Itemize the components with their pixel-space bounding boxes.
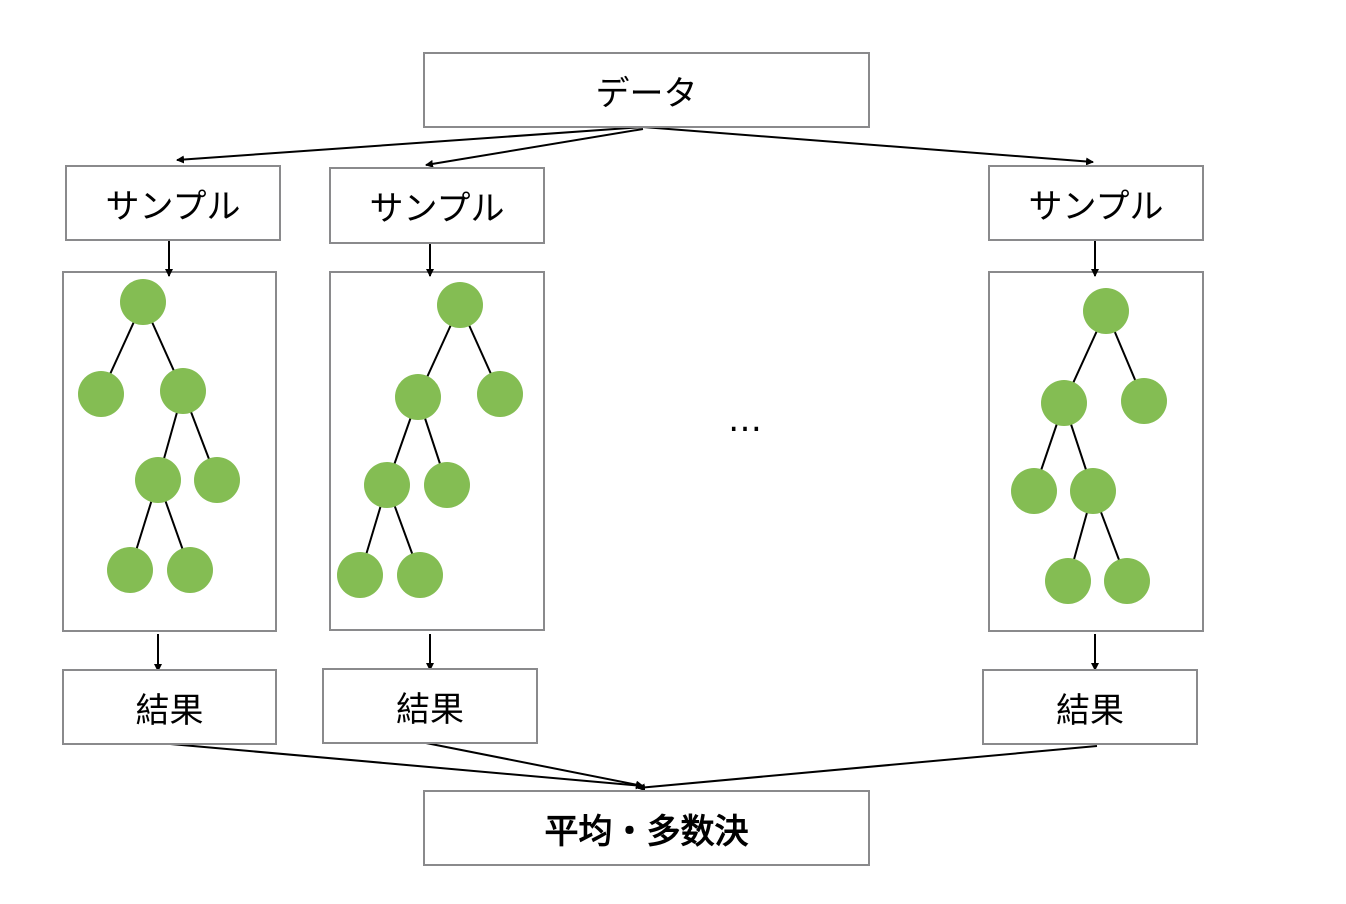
tree-node — [437, 282, 483, 328]
tree-1 — [78, 279, 240, 593]
tree-node — [395, 374, 441, 420]
arrow-data-to-sample-1 — [176, 126, 644, 164]
ellipsis: … — [728, 400, 766, 440]
tree-node — [337, 552, 383, 598]
tree-2 — [337, 282, 523, 598]
tree-node — [424, 462, 470, 508]
result-box-3: 結果 — [982, 669, 1198, 745]
arrow-result-2-to-aggregate — [425, 742, 644, 789]
tree-node — [1083, 288, 1129, 334]
tree-node — [1104, 558, 1150, 604]
tree-node — [1045, 558, 1091, 604]
sample-box-2: サンプル — [329, 167, 545, 244]
tree-node — [160, 368, 206, 414]
tree-node — [1041, 380, 1087, 426]
arrow-data-to-sample-2 — [425, 128, 644, 168]
tree-node — [364, 462, 410, 508]
tree-node — [1121, 378, 1167, 424]
sample-box-3: サンプル — [988, 165, 1204, 241]
tree-node — [194, 457, 240, 503]
sample-box-1: サンプル — [65, 165, 281, 241]
aggregate-box: 平均・多数決 — [423, 790, 870, 866]
tree-node — [78, 371, 124, 417]
result-box-1: 結果 — [62, 669, 277, 745]
tree-node — [120, 279, 166, 325]
arrow-result-3-to-aggregate — [637, 745, 1098, 792]
tree-node — [477, 371, 523, 417]
tree-node — [1011, 468, 1057, 514]
tree-node — [1070, 468, 1116, 514]
tree-3 — [1011, 288, 1167, 604]
tree-node — [397, 552, 443, 598]
arrow-data-to-sample-3 — [642, 126, 1094, 166]
tree-node — [135, 457, 181, 503]
tree-node — [167, 547, 213, 593]
tree-frame-2 — [329, 271, 545, 631]
arrow-result-1-to-aggregate — [158, 742, 644, 790]
tree-node — [107, 547, 153, 593]
data-box: データ — [423, 52, 870, 128]
result-box-2: 結果 — [322, 668, 538, 744]
